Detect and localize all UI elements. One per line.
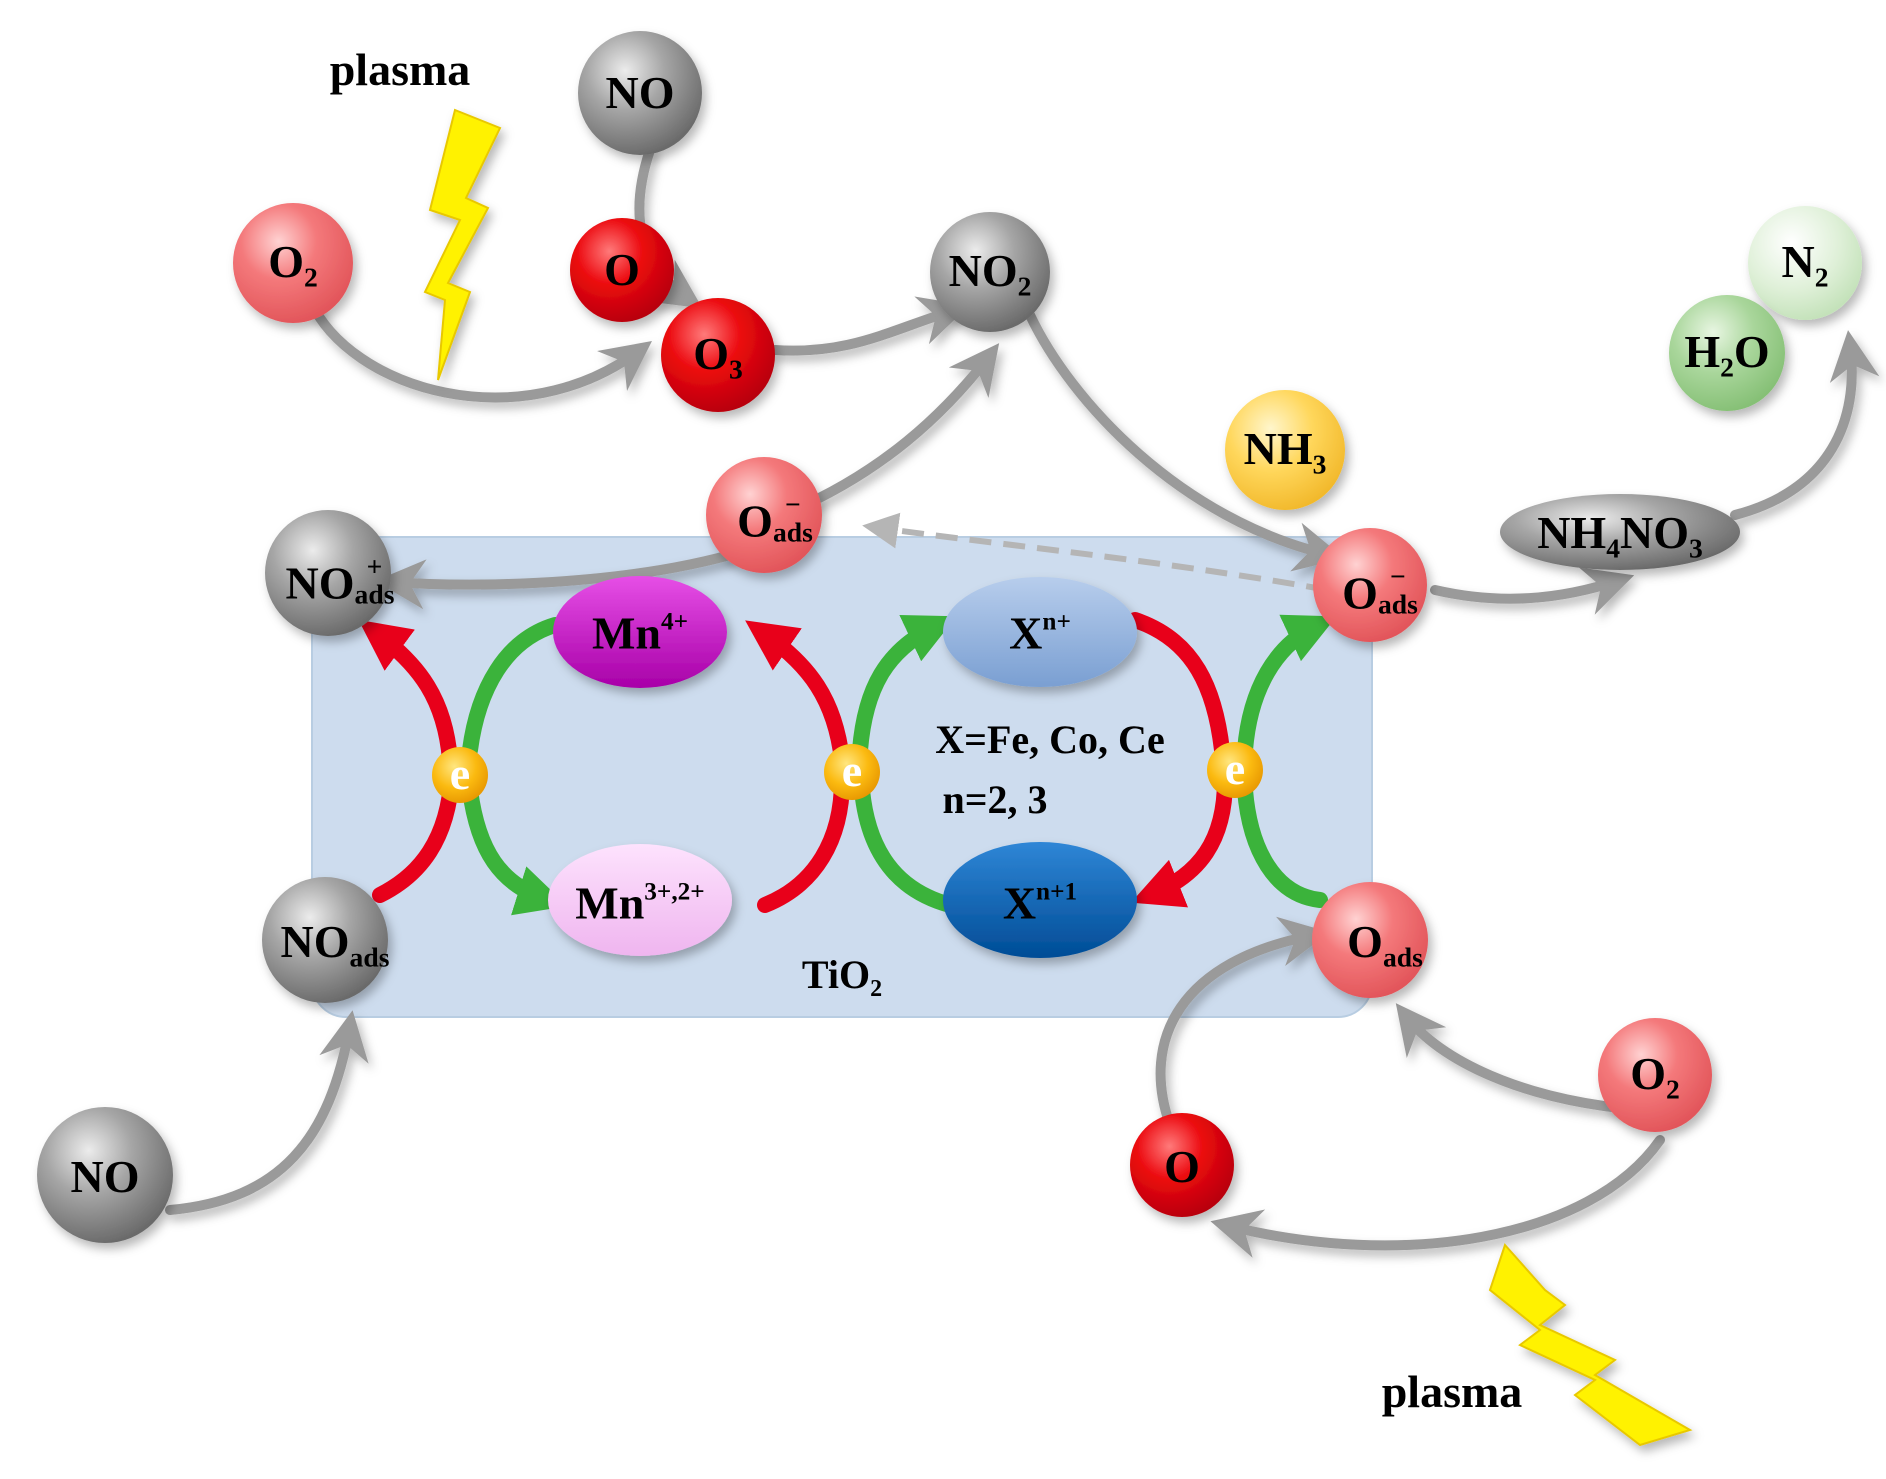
no-bottom-sphere — [37, 1107, 173, 1243]
nh4no3-ellipse — [1500, 494, 1740, 570]
mn4-ellipse — [553, 576, 727, 688]
green-arrow-e-right-to-oads — [1237, 614, 1337, 758]
red-arrow-xn-to-e-right — [1127, 612, 1230, 758]
no-ads-plus-sphere — [265, 510, 391, 636]
o-top-sphere — [570, 218, 674, 322]
no-ads-plus-label: NO+ads — [285, 550, 395, 609]
electron-left — [432, 747, 488, 803]
green-arrow-xn1-to-e-mid — [854, 782, 958, 913]
lightning-bolt-bottom — [1488, 1243, 1693, 1447]
o-ads-minus-left-sphere — [706, 457, 822, 573]
o2-top-label: O2 — [268, 235, 318, 293]
xn1-ellipse — [943, 842, 1137, 958]
o-ads-minus-right-label: O−ads — [1342, 560, 1418, 619]
arrow-o2-to-o — [305, 295, 653, 403]
red-arrow-e-mid-down — [757, 772, 850, 913]
o2-bottom-sphere — [1598, 1018, 1712, 1132]
o3-sphere — [661, 298, 775, 412]
no-top-label: NO — [605, 67, 675, 118]
o-ads-minus-right-sphere — [1313, 528, 1427, 642]
o-ads-minus-left-label: O−ads — [737, 488, 813, 547]
xn-ellipse — [943, 577, 1137, 687]
electron-mid — [824, 744, 880, 800]
arrow-oads-minus-to-no2 — [800, 343, 1000, 510]
electron-mid-label: e — [841, 745, 863, 796]
arrow-oads-to-nh4no3 — [1430, 567, 1635, 615]
mn32-ellipse — [548, 844, 732, 956]
o3-label: O3 — [693, 327, 743, 385]
n2-label: N2 — [1781, 235, 1829, 293]
green-arrow-mn4-to-e-left — [462, 617, 563, 758]
no-top-sphere — [578, 31, 702, 155]
arrow-o2-to-o-bottom — [1210, 1135, 1665, 1258]
no-bottom-label: NO — [70, 1151, 140, 1202]
o-top-label: O — [604, 244, 640, 295]
nh3-label: NH3 — [1243, 422, 1327, 480]
lightning-bolt-top — [423, 108, 502, 381]
o-bottom-sphere — [1130, 1113, 1234, 1217]
arrow-oads-minus-to-no-ads-plus — [375, 550, 735, 610]
o-ads-sphere — [1312, 882, 1428, 998]
x-definition-label: X=Fe, Co, Ce — [935, 717, 1165, 762]
green-arrow-oads-to-e-right — [1237, 782, 1328, 908]
arrow-o3-to-no2 — [770, 296, 970, 356]
xn1-label: Xn+1 — [1002, 877, 1078, 929]
arrow-nh4no3-to-h2o-n2 — [1730, 330, 1880, 520]
nh4no3-label: NH4NO3 — [1537, 506, 1703, 564]
o2-top-sphere — [233, 203, 353, 323]
dashed-arrow-oads-to-oads — [862, 512, 1329, 593]
electron-right — [1207, 742, 1263, 798]
red-arrow-e-mid-up — [745, 620, 850, 768]
tio2-label: TiO2 — [801, 951, 883, 1003]
mn4-label: Mn4+ — [591, 607, 689, 659]
electron-right-label: e — [1224, 743, 1246, 794]
no2-label: NO2 — [948, 244, 1032, 302]
red-arrow-e-left-up — [358, 619, 458, 768]
electron-left-label: e — [449, 748, 471, 799]
o-ads-label: Oads — [1347, 915, 1423, 973]
mn32-label: Mn3+,2+ — [575, 877, 705, 929]
arrow-no2-to-oads-minus — [1025, 310, 1345, 572]
arrow-o2-to-oads — [1395, 1003, 1645, 1115]
h2o-sphere — [1669, 295, 1785, 411]
green-arrow-e-left-to-mn32 — [462, 782, 568, 916]
no-ads-sphere — [262, 877, 388, 1003]
arrow-o-to-oads — [1155, 916, 1330, 1130]
nh3-sphere — [1225, 390, 1345, 510]
green-arrow-e-mid-to-xn — [852, 614, 957, 758]
h2o-label: H2O — [1684, 325, 1770, 383]
n-definition-label: n=2, 3 — [942, 777, 1048, 822]
o-bottom-label: O — [1164, 1141, 1200, 1192]
n2-sphere — [1748, 206, 1862, 320]
plasma-label-bottom: plasma — [1381, 1366, 1523, 1417]
plasma-label-top: plasma — [329, 44, 471, 95]
xn-label: Xn+ — [1009, 607, 1071, 659]
arrow-no-to-no-ads — [165, 1010, 369, 1215]
red-arrow-e-right-to-xn1 — [1130, 772, 1233, 908]
o2-bottom-label: O2 — [1630, 1047, 1680, 1105]
no2-sphere — [930, 212, 1050, 332]
no-ads-label: NOads — [280, 915, 390, 973]
